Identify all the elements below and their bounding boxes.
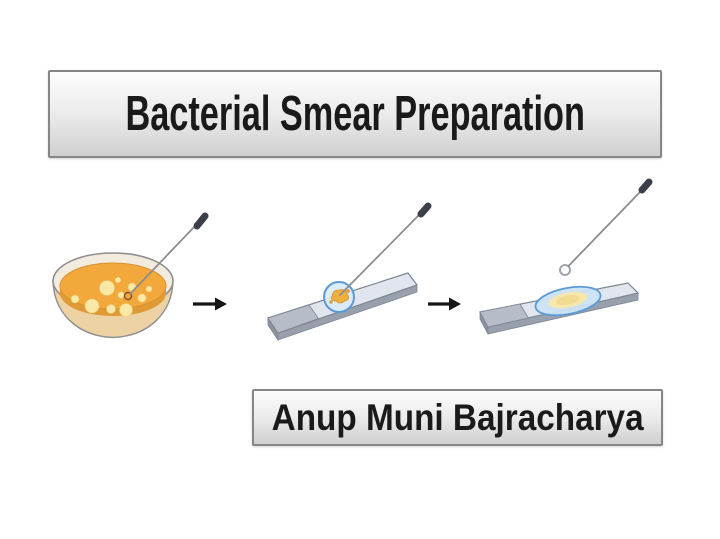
- loop-handle: [417, 202, 432, 218]
- bacterial-colonies: [70, 276, 153, 317]
- slide-with-inoculum-drop: [267, 202, 432, 342]
- loop-wire: [567, 190, 642, 267]
- loop-wire: [339, 214, 420, 296]
- loop-tip-ring: [559, 264, 571, 276]
- spread-smear: [534, 285, 602, 317]
- loop-wire: [129, 224, 197, 295]
- loop-tip: [123, 291, 133, 301]
- loop-handle: [193, 212, 209, 230]
- inoculation-loop-icon: [123, 212, 209, 301]
- slide-frosted-end: [479, 303, 530, 328]
- inoculation-loop-icon: [559, 178, 653, 276]
- inoculum-smudge: [331, 289, 349, 304]
- right-arrow-icon: [193, 297, 227, 311]
- title-box: Bacterial Smear Preparation: [48, 70, 662, 158]
- slide-frosted-end: [267, 304, 320, 334]
- petri-dish-with-colonies: [52, 212, 209, 339]
- inoculation-loop-icon: [339, 202, 432, 296]
- loop-handle: [638, 178, 653, 194]
- slide-with-spread-smear: [479, 178, 653, 335]
- author-box: Anup Muni Bajracharya: [252, 389, 663, 446]
- right-arrow-icon: [428, 297, 461, 311]
- author-name: Anup Muni Bajracharya: [271, 396, 644, 438]
- page-title: Bacterial Smear Preparation: [125, 87, 585, 141]
